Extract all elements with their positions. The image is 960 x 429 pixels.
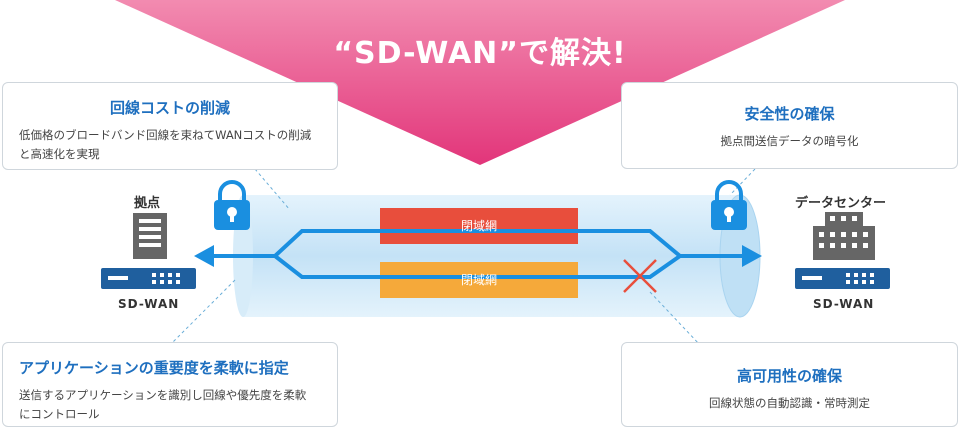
arrow-left-icon	[194, 245, 214, 267]
availability-title: 高可用性の確保	[736, 367, 842, 385]
connector-lines	[169, 168, 756, 346]
cost-reduction-title: 回線コストの削減	[109, 99, 230, 117]
right-node-label: データセンター	[795, 196, 887, 211]
router-icon	[101, 268, 196, 289]
headline-banner	[115, 0, 845, 165]
lock-icon	[214, 180, 250, 230]
cost-reduction-desc-line1: 低価格のブロードバンド回線を束ねてWANコストの削減	[19, 128, 312, 142]
lock-icon	[711, 180, 747, 230]
cost-reduction-desc-line2: と高速化を実現	[19, 147, 100, 161]
traffic-path	[205, 229, 745, 279]
headline: “SD-WAN”で解決!	[333, 36, 627, 71]
lane-upper-bar	[380, 208, 578, 244]
lane-upper-label: 閉域網	[460, 219, 497, 233]
fail-cross-icon	[623, 259, 657, 293]
security-box: 安全性の確保 拠点間送信データの暗号化	[621, 82, 958, 169]
left-node-label: 拠点	[134, 196, 161, 211]
availability-desc: 回線状態の自動認識・常時測定	[709, 396, 870, 410]
availability-box: 高可用性の確保 回線状態の自動認識・常時測定	[621, 342, 958, 427]
security-title: 安全性の確保	[744, 105, 835, 123]
router-icon	[795, 268, 890, 289]
left-device-label: SD-WAN	[118, 297, 180, 311]
app-priority-title: アプリケーションの重要度を柔軟に指定	[19, 359, 289, 377]
app-priority-desc-line1: 送信するアプリケーションを識別し回線や優先度を柔軟	[19, 388, 307, 402]
lane-lower-bar	[380, 262, 578, 298]
app-priority-desc-line2: にコントロール	[19, 407, 100, 421]
app-priority-box: アプリケーションの重要度を柔軟に指定 送信するアプリケーションを識別し回線や優先…	[2, 342, 338, 427]
right-device-label: SD-WAN	[813, 297, 875, 311]
security-desc: 拠点間送信データの暗号化	[720, 134, 859, 148]
building-icon	[813, 212, 875, 260]
lane-lower-label: 閉域網	[460, 273, 497, 287]
cost-reduction-box: 回線コストの削減 低価格のブロードバンド回線を束ねてWANコストの削減 と高速化…	[2, 82, 338, 170]
arrow-right-icon	[742, 245, 762, 267]
building-icon	[133, 213, 167, 259]
